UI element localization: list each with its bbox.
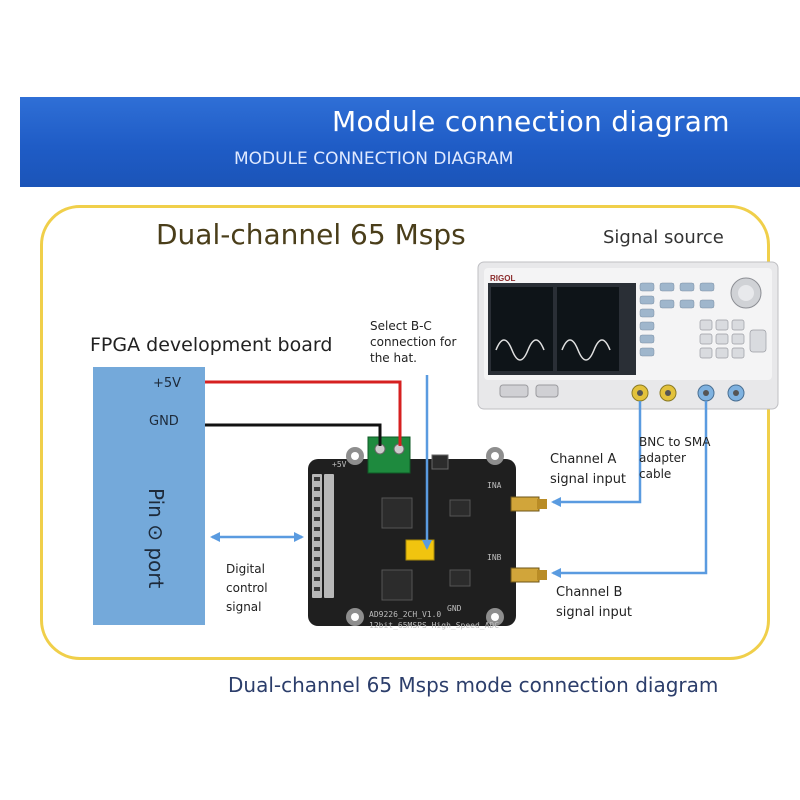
channel-b-line: signal input [556,605,633,620]
diagram-caption: Dual-channel 65 Msps mode connection dia… [228,673,719,697]
pin-gnd-label: GND [149,414,179,429]
bnc-connector-icon [631,384,745,402]
fpga-board-label: FPGA development board [90,334,333,356]
diagram-heading: Dual-channel 65 Msps [156,218,466,251]
channel-a-label: Channel A signal input [550,450,626,490]
wire-gnd [205,423,382,446]
select-bc-note: Select B-C connection for the hat. [370,318,456,366]
pin-5v-label: +5V [153,376,182,391]
digital-control-label: Digital control signal [226,560,268,617]
select-note-line: the hat. [370,351,417,365]
wire-5v [205,380,402,446]
channel-a-arrow [551,401,642,507]
diagram-frame [40,205,770,660]
signal-generator [477,261,779,410]
channel-a-line: signal input [550,472,627,487]
terminal-block-icon [367,436,411,474]
select-note-line: Select B-C [370,319,432,333]
signal-source-label: Signal source [603,227,724,248]
digital-control-line: control [226,581,268,595]
channel-b-line: Channel B [556,585,623,600]
board-model-label: AD9226_2CH_V1.0 [369,610,441,619]
sma-connector-icon [510,496,547,583]
digital-control-line: signal [226,600,262,614]
board-gnd-label: GND [447,604,462,613]
adapter-note-line: BNC to SMA [639,435,711,449]
adapter-note: BNC to SMA adapter cable [639,434,710,482]
channel-b-arrow [551,401,708,578]
banner-subtitle: MODULE CONNECTION DIAGRAM [234,149,514,169]
channel-b-label: Channel B signal input [556,583,632,623]
board-5v-label: +5V [332,460,347,469]
adapter-note-line: adapter [639,451,686,465]
select-note-line: connection for [370,335,457,349]
banner-title: Module connection diagram [332,105,730,138]
digital-control-line: Digital [226,562,265,576]
adapter-note-line: cable [639,467,672,481]
board-inb-label: INB [487,553,502,562]
board-spec-label: 12bit_65MSPS High_Speed_ADC [369,621,499,630]
channel-a-line: Channel A [550,452,617,467]
generator-brand: RIGOL [490,274,515,283]
adc-board: INA INB GND +5V AD9226_2CH_V1.0 12bit_65… [308,436,547,630]
fpga-board: +5V GND [93,367,205,625]
header-banner: Module connection diagram MODULE CONNECT… [20,97,800,187]
board-ina-label: INA [487,481,502,490]
